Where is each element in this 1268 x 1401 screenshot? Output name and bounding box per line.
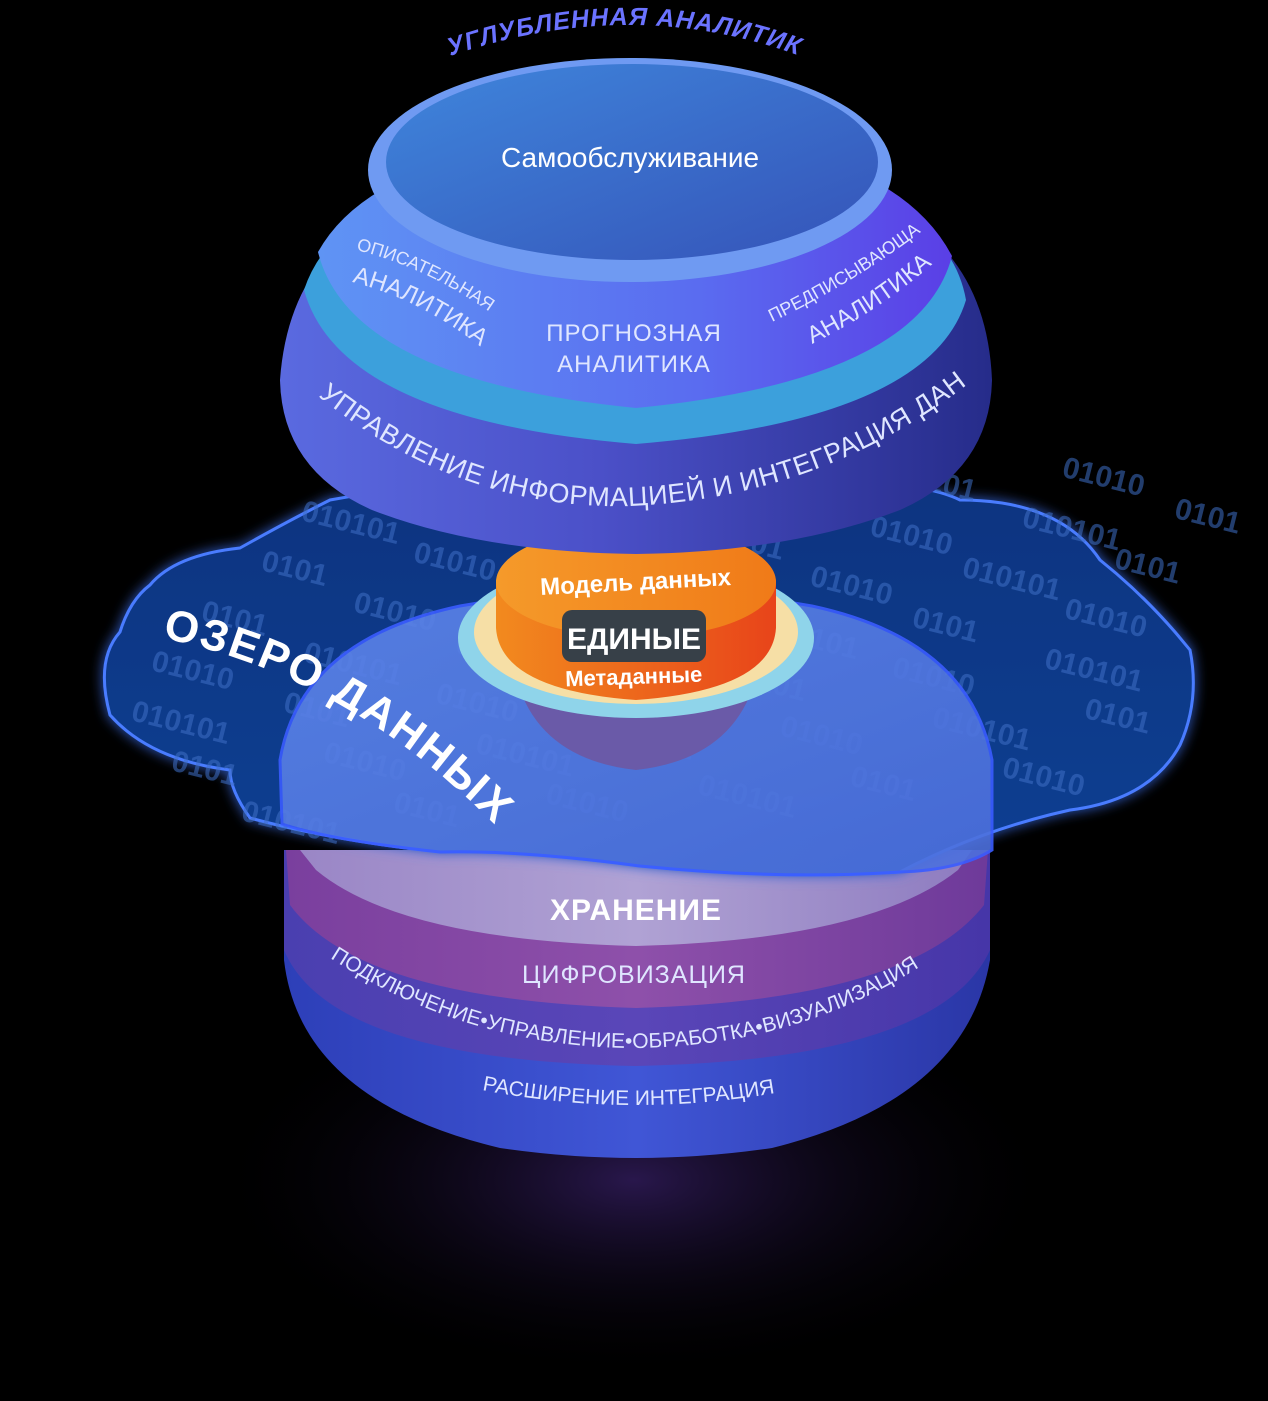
predictive-line2: АНАЛИТИКА	[557, 351, 711, 378]
self-service-label: Самообслуживание	[501, 142, 759, 173]
upper-dome: Самообслуживание ОПИСАТЕЛЬНАЯ АНАЛИТИКА …	[0, 0, 992, 554]
digitization-label: ЦИФРОВИЗАЦИЯ	[522, 961, 746, 989]
unified-label: ЕДИНЫЕ	[567, 623, 701, 656]
advanced-analytics-title: УГЛУБЛЕННАЯ АНАЛИТИКА	[0, 0, 806, 62]
unified-badge	[562, 610, 706, 662]
metadata-label: Метаданные	[565, 662, 703, 692]
storage-label: ХРАНЕНИЕ	[550, 894, 722, 927]
core-top	[496, 526, 776, 638]
lower-sphere	[284, 850, 990, 1158]
self-service-disc	[386, 64, 878, 260]
binary-digits: 01010	[1059, 451, 1148, 503]
predictive-line1: ПРОГНОЗНАЯ	[546, 320, 722, 347]
core-cylinder: Модель данных ЕДИНЫЕ Метаданные	[458, 526, 814, 770]
binary-digits: 0101	[1171, 492, 1244, 540]
